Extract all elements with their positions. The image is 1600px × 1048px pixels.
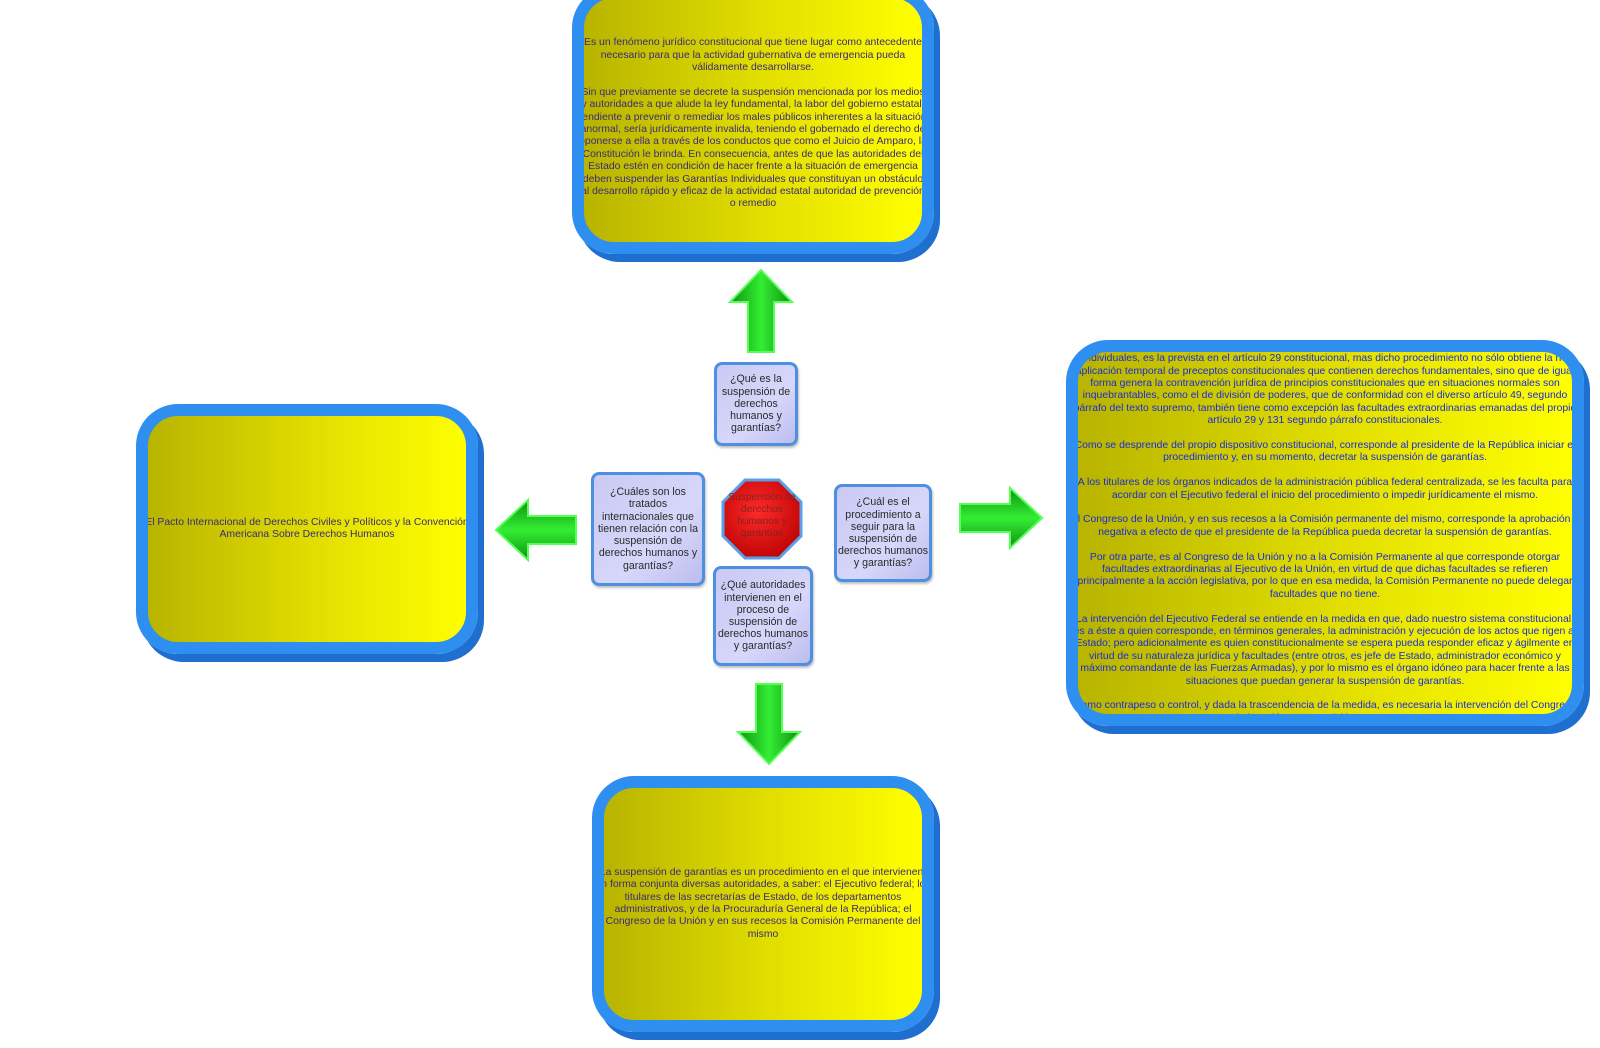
- arrow-right-icon: [959, 486, 1044, 550]
- center-title: Suspensión de derechos humanos y garantí…: [728, 492, 796, 539]
- arrow-up-icon: [728, 268, 794, 353]
- question-text-top: ¿Qué es la suspensión de derechos humano…: [721, 373, 791, 435]
- octagon-shape: [721, 478, 803, 560]
- answer-text-right: La única forma válida de lograr la suspe…: [1070, 340, 1580, 724]
- question-box-right: ¿Cuál es el procedimiento a seguir para …: [834, 484, 932, 582]
- question-box-top: ¿Qué es la suspensión de derechos humano…: [714, 362, 798, 446]
- answer-panel-bottom: La suspensión de garantías es un procedi…: [592, 776, 934, 1032]
- arrow-down-icon: [736, 683, 802, 766]
- question-text-right: ¿Cuál es el procedimiento a seguir para …: [837, 496, 929, 570]
- answer-panel-top: Es un fenómeno jurídico constitucional q…: [572, 0, 934, 254]
- answer-text-left: El Pacto Internacional de Derechos Civil…: [145, 516, 469, 540]
- question-text-left: ¿Cuáles son los tratados internacionales…: [597, 486, 699, 572]
- answer-panel-right: La única forma válida de lograr la suspe…: [1066, 340, 1584, 726]
- question-box-left: ¿Cuáles son los tratados internacionales…: [591, 472, 705, 586]
- answer-text-top: Es un fenómeno jurídico constitucional q…: [579, 37, 927, 210]
- answer-text-bottom: La suspensión de garantías es un procedi…: [595, 866, 931, 940]
- question-text-bottom: ¿Qué autoridades intervienen en el proce…: [717, 579, 809, 653]
- center-node: Suspensión de derechos humanos y garantí…: [721, 478, 803, 560]
- arrow-left-icon: [494, 498, 577, 562]
- question-box-bottom: ¿Qué autoridades intervienen en el proce…: [713, 566, 813, 666]
- answer-panel-left: El Pacto Internacional de Derechos Civil…: [136, 404, 478, 654]
